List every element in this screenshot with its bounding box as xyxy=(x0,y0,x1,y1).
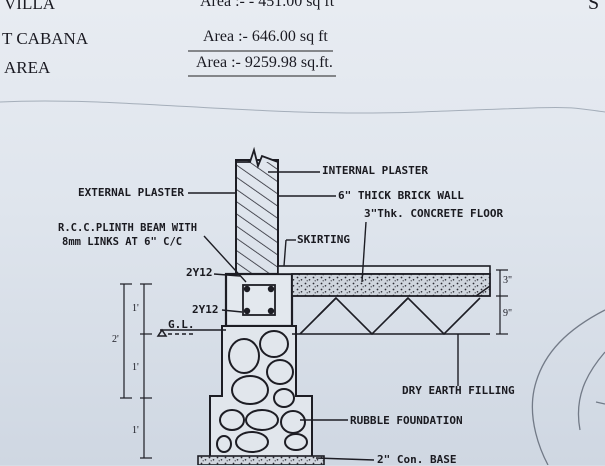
rubble-foundation xyxy=(209,325,313,459)
brick-wall xyxy=(235,146,279,275)
dim-outer: 2' xyxy=(112,334,119,345)
dimension-lines xyxy=(120,269,508,459)
concrete-base xyxy=(197,455,325,465)
label-dry-earth: DRY EARTH FILLING xyxy=(402,384,515,397)
header-underlines xyxy=(188,50,336,77)
label-skirting: SKIRTING xyxy=(297,233,350,246)
label-ground-level: G.L. xyxy=(168,318,195,331)
label-concrete-floor: 3"Thk. CONCRETE FLOOR xyxy=(364,207,504,220)
paper-crease xyxy=(0,100,605,114)
plinth-beam xyxy=(224,272,294,328)
header-name-1: VILLA xyxy=(4,0,55,13)
header-area-2: Area :- 646.00 sq ft xyxy=(203,28,328,45)
dim-inner-top: 1' xyxy=(132,303,139,314)
dim-inner-middle: 1' xyxy=(132,362,139,373)
header-area-3: Area :- 9259.98 sq.ft. xyxy=(196,54,333,71)
label-external-plaster: EXTERNAL PLASTER xyxy=(78,186,184,199)
adjacent-drawing xyxy=(531,309,605,465)
ground-level-marker xyxy=(156,328,226,337)
label-rebar-bottom: 2Y12 xyxy=(192,303,219,316)
header-name-2: T CABANA xyxy=(2,29,89,48)
header-corner-mark: S xyxy=(588,0,600,14)
label-con-base: 2" Con. BASE xyxy=(377,453,457,466)
leader-lines xyxy=(188,171,491,461)
label-plinth-beam-line2: 8mm LINKS AT 6" C/C xyxy=(62,236,183,248)
label-plinth-beam-line1: R.C.C.PLINTH BEAM WITH xyxy=(58,222,198,234)
label-rubble: RUBBLE FOUNDATION xyxy=(350,414,463,427)
dim-floor-thickness: 3" xyxy=(503,275,513,286)
label-rebar-top: 2Y12 xyxy=(186,266,213,279)
label-internal-plaster: INTERNAL PLASTER xyxy=(322,164,428,177)
header-name-3: AREA xyxy=(4,58,51,77)
label-brick-wall: 6" THICK BRICK WALL xyxy=(338,189,464,202)
dim-inner-bottom: 1' xyxy=(132,425,139,436)
dim-fill-depth: 9" xyxy=(503,308,513,319)
dry-earth-filling xyxy=(292,296,490,336)
header-area-1: Area :- - 451.00 sq ft xyxy=(200,0,335,10)
concrete-floor xyxy=(277,265,491,297)
